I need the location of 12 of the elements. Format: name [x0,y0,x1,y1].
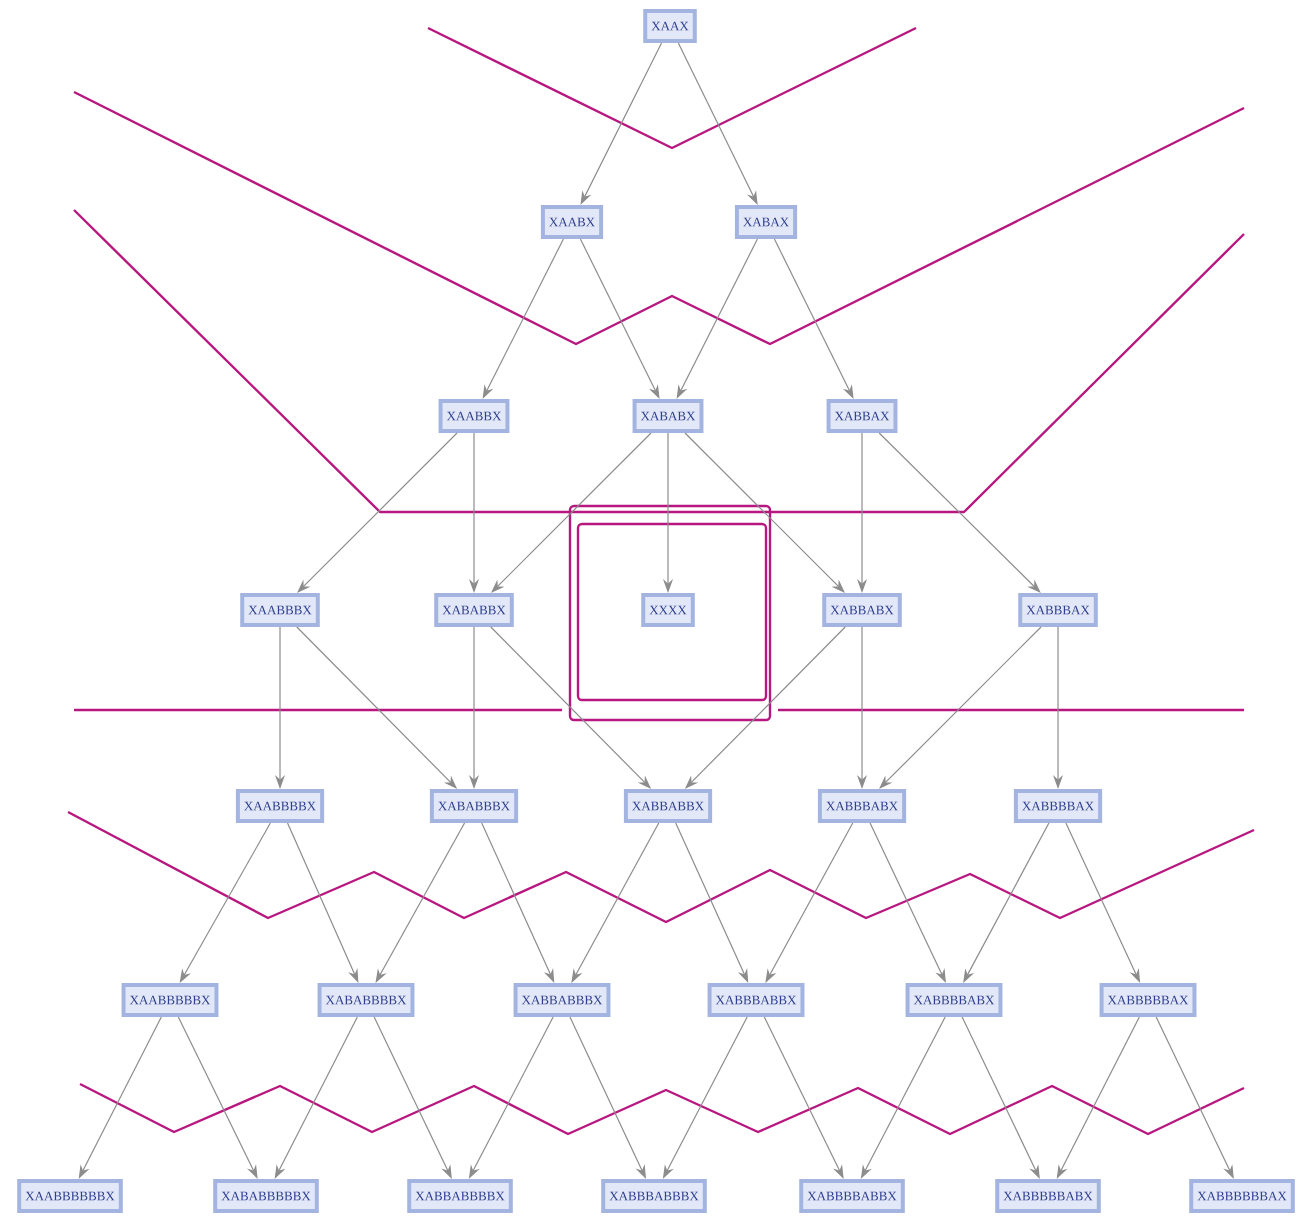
arrow [878,432,1041,593]
arrow [375,822,466,983]
arrow [571,822,660,983]
arrow [482,238,565,399]
arrow [765,822,854,983]
arrow [684,432,845,593]
arrow [491,432,652,593]
arrow [963,822,1050,983]
arrow [676,238,759,399]
arrow [879,626,1042,789]
arrow [179,822,271,983]
arrow [297,432,458,593]
